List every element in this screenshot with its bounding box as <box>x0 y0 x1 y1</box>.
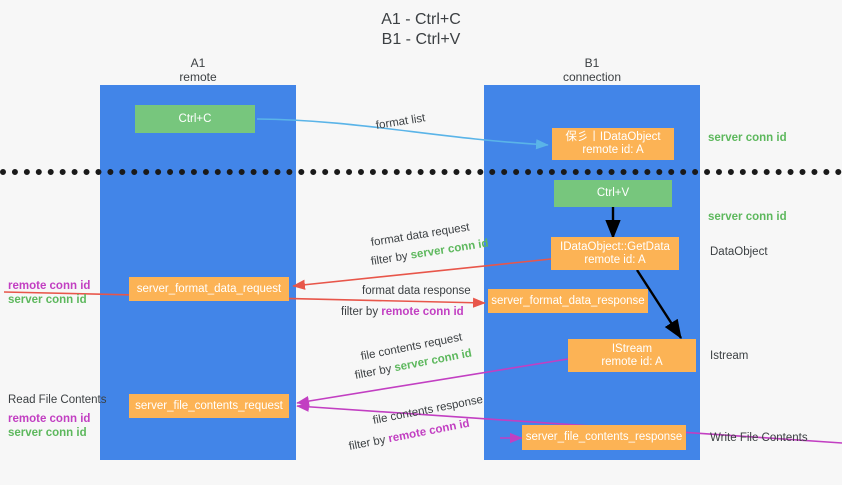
lane-a1-name: A1 <box>190 56 206 70</box>
filter-prefix-2: filter by <box>341 306 382 318</box>
annotation-conn-ids-low: remote conn id server conn id <box>8 412 90 440</box>
page-title: A1 - Ctrl+C B1 - Ctrl+V <box>0 10 842 50</box>
edge-label-format-list: format list <box>375 112 427 132</box>
annotation-istream: Istream <box>710 350 749 362</box>
lane-b1-name: B1 <box>584 56 600 70</box>
box-server-file-contents-request-label: server_file_contents_request <box>135 399 283 412</box>
box-ctrl-c-label: Ctrl+C <box>178 112 212 125</box>
annotation-remote-conn-id-low: remote conn id <box>8 413 91 425</box>
box-ctrl-c[interactable]: Ctrl+C <box>135 105 255 133</box>
box-istream-line1: IStream <box>611 342 653 355</box>
lane-b1-sub: connection <box>562 70 622 84</box>
box-server-file-contents-response-label: server_file_contents_response <box>525 431 683 443</box>
box-ctrl-v[interactable]: Ctrl+V <box>554 180 672 207</box>
box-idataobject[interactable]: 保彡丨IDataObject remote id: A <box>552 128 674 160</box>
edge-label-file-contents-response-filter: filter by remote conn id <box>348 417 471 454</box>
annotation-read-file-contents: Read File Contents <box>8 394 107 406</box>
filter-prefix-4: filter by <box>347 433 390 453</box>
annotation-server-conn-id-top: server conn id <box>708 132 787 144</box>
box-server-format-data-request-label: server_format_data_request <box>136 282 282 295</box>
annotation-dataobject: DataObject <box>710 246 768 258</box>
filter-prefix-1: filter by <box>370 249 412 268</box>
box-ctrl-v-label: Ctrl+V <box>596 187 630 199</box>
annotation-server-conn-id-left-low: server conn id <box>8 427 87 439</box>
box-getdata-line2: remote id: A <box>584 253 646 266</box>
filter-value-2: remote conn id <box>381 306 464 318</box>
box-server-file-contents-response[interactable]: server_file_contents_response <box>522 425 686 450</box>
annotation-server-conn-id-left-mid: server conn id <box>8 294 87 306</box>
box-server-format-data-response[interactable]: server_format_data_response <box>488 289 648 313</box>
annotation-server-conn-id-mid: server conn id <box>708 211 787 223</box>
edge-label-format-data-response-filter: filter by remote conn id <box>341 305 464 319</box>
edge-label-format-data-response: format data response <box>362 285 471 297</box>
lane-a1-sub: remote <box>179 70 217 84</box>
box-istream[interactable]: IStream remote id: A <box>568 339 696 372</box>
lane-header-b1: B1 connection <box>484 56 700 84</box>
filter-prefix-3: filter by <box>353 362 396 382</box>
box-server-format-data-response-label: server_format_data_response <box>491 294 645 307</box>
annotation-remote-conn-id-mid: remote conn id <box>8 280 91 292</box>
box-idataobject-line1: 保彡丨IDataObject <box>565 131 661 143</box>
box-server-format-data-request[interactable]: server_format_data_request <box>129 277 289 301</box>
title-line-2: B1 - Ctrl+V <box>381 31 461 48</box>
section-divider <box>0 169 842 175</box>
annotation-write-file-contents: Write File Contents <box>710 432 808 444</box>
lane-header-a1: A1 remote <box>100 56 296 84</box>
box-server-file-contents-request[interactable]: server_file_contents_request <box>129 394 289 418</box>
box-idataobject-line2: remote id: A <box>582 144 644 156</box>
title-line-1: A1 - Ctrl+C <box>381 11 461 28</box>
box-getdata[interactable]: IDataObject::GetData remote id: A <box>551 237 679 270</box>
box-istream-line2: remote id: A <box>601 355 663 368</box>
box-getdata-line1: IDataObject::GetData <box>560 240 670 253</box>
annotation-conn-ids-mid: remote conn id server conn id <box>8 279 90 307</box>
